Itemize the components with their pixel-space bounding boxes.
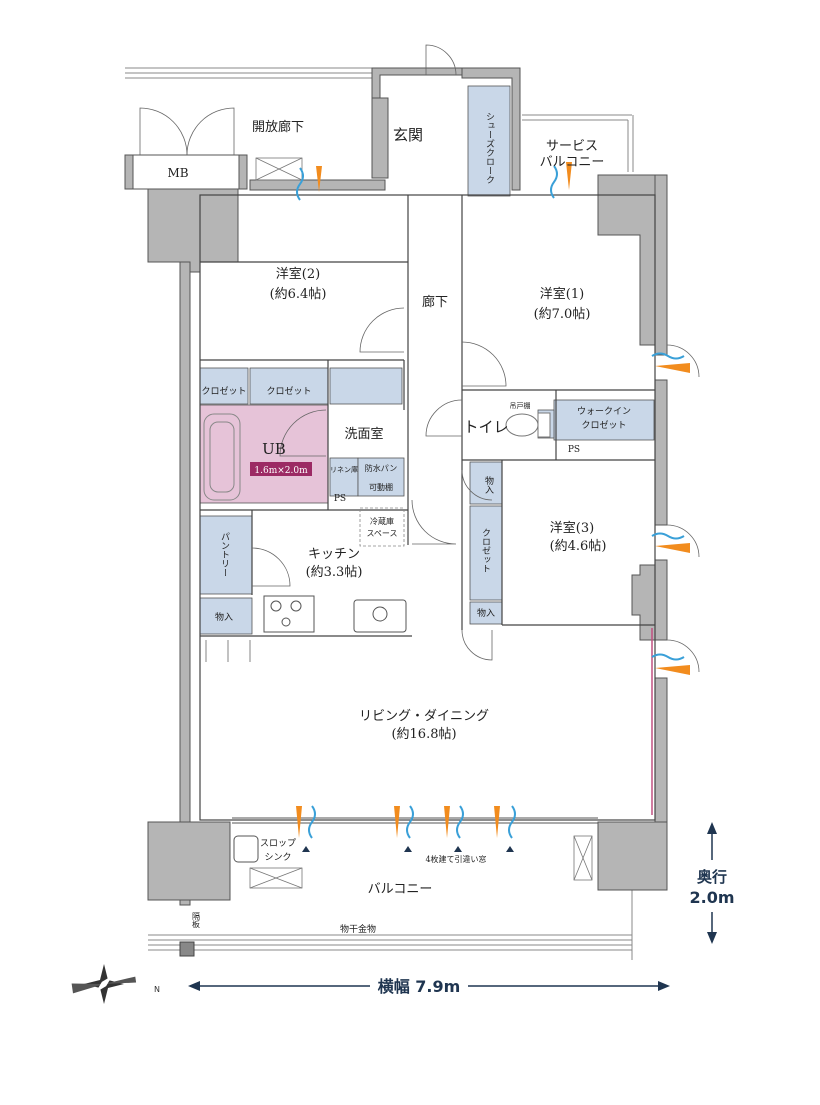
bathtub-icon (203, 413, 241, 501)
closet-b-label: クロゼット (266, 385, 311, 397)
windows (232, 628, 653, 824)
ps-label-b: PS (568, 445, 580, 455)
western3-name: 洋室(3) (550, 520, 594, 536)
slop-label-2: シンク (264, 852, 291, 863)
arrow-down-icon (707, 932, 717, 944)
arrow-left-icon (188, 981, 200, 991)
partitions (199, 194, 656, 821)
walls (124, 67, 668, 906)
western2-size: (約6.4帖) (270, 287, 327, 302)
slop-sink-icon (233, 835, 259, 863)
living-name: リビング・ダイニング (359, 709, 489, 724)
fridge-label-1: 冷蔵庫 (370, 516, 394, 526)
toilet-label: トイレ (463, 418, 508, 436)
mb-label: MB (167, 166, 188, 180)
depth-dimension: 奥行 2.0m (689, 822, 735, 944)
toilet-icon (505, 412, 551, 438)
stove-icon (263, 595, 315, 633)
airflow-icon (296, 162, 690, 839)
waterproof-pan-label: 防水パン (365, 463, 397, 473)
room-labels: 開放廊下 MB 玄関 シューズクローク サービス バルコニー 洋室(2) (約6… (167, 112, 631, 935)
open-corridor-label: 開放廊下 (252, 119, 304, 135)
entrance-label: 玄関 (393, 126, 423, 144)
ub-size-label: 1.6m×2.0m (254, 466, 308, 476)
walkin-label-2: クロゼット (581, 419, 626, 431)
drying-rack-label: 物干金物 (340, 923, 376, 935)
hallway-label: 廊下 (422, 294, 448, 310)
ps-label-a: PS (334, 494, 346, 504)
arrow-up-icon (707, 822, 717, 834)
balcony-label: バルコニー (368, 882, 433, 897)
shoe-closet-label: シューズクローク (484, 112, 495, 184)
width-dimension: 横幅 7.9m (188, 977, 670, 996)
window-markers (302, 846, 514, 852)
linen-label: リネン庫 (330, 465, 358, 474)
pantry-label: パントリー (219, 532, 230, 577)
movable-shelf-label: 可動棚 (369, 482, 393, 492)
fridge-space (359, 507, 405, 547)
door-swings (139, 44, 700, 673)
railings (125, 67, 634, 960)
arrow-right-icon (658, 981, 670, 991)
washroom-label: 洗面室 (344, 426, 383, 442)
service-balcony-label-2: バルコニー (540, 155, 605, 170)
western2-name: 洋室(2) (276, 266, 320, 282)
western3-size: (約4.6帖) (550, 539, 607, 554)
storage-b-label: 物入 (215, 611, 233, 623)
partition-label: 隔板 (192, 912, 201, 929)
storage-a-label: 物入 (483, 475, 494, 494)
depth-label: 奥行 (697, 868, 727, 886)
depth-value: 2.0m (689, 888, 734, 907)
compass-rose-icon: N (71, 964, 160, 1004)
kitchen-name: キッチン (308, 547, 360, 562)
kitchen-size: (約3.3帖) (306, 565, 363, 580)
upper-cabinet-label: 吊戸棚 (510, 401, 531, 410)
walkin-label-1: ウォークイン (577, 406, 631, 417)
window-note: 4枚建て引違い窓 (425, 854, 486, 864)
closet-c-label: クロゼット (480, 528, 491, 573)
closet-a-label: クロゼット (201, 385, 246, 397)
room-fills (199, 85, 655, 635)
sink-icon (353, 599, 407, 633)
storage-c-label: 物入 (477, 607, 495, 619)
slop-label-1: スロップ (260, 838, 296, 849)
partition-board (179, 941, 195, 957)
ub-label: UB (262, 440, 286, 458)
living-size: (約16.8帖) (391, 727, 456, 742)
service-balcony-label-1: サービス (546, 139, 598, 154)
fridge-label-2: スペース (366, 529, 397, 538)
north-label: N (154, 985, 160, 994)
crossed-boxes (249, 157, 593, 889)
width-label: 横幅 7.9m (378, 977, 461, 996)
ub-size-badge (250, 462, 312, 476)
western1-name: 洋室(1) (540, 286, 584, 302)
western1-size: (約7.0帖) (534, 307, 591, 322)
